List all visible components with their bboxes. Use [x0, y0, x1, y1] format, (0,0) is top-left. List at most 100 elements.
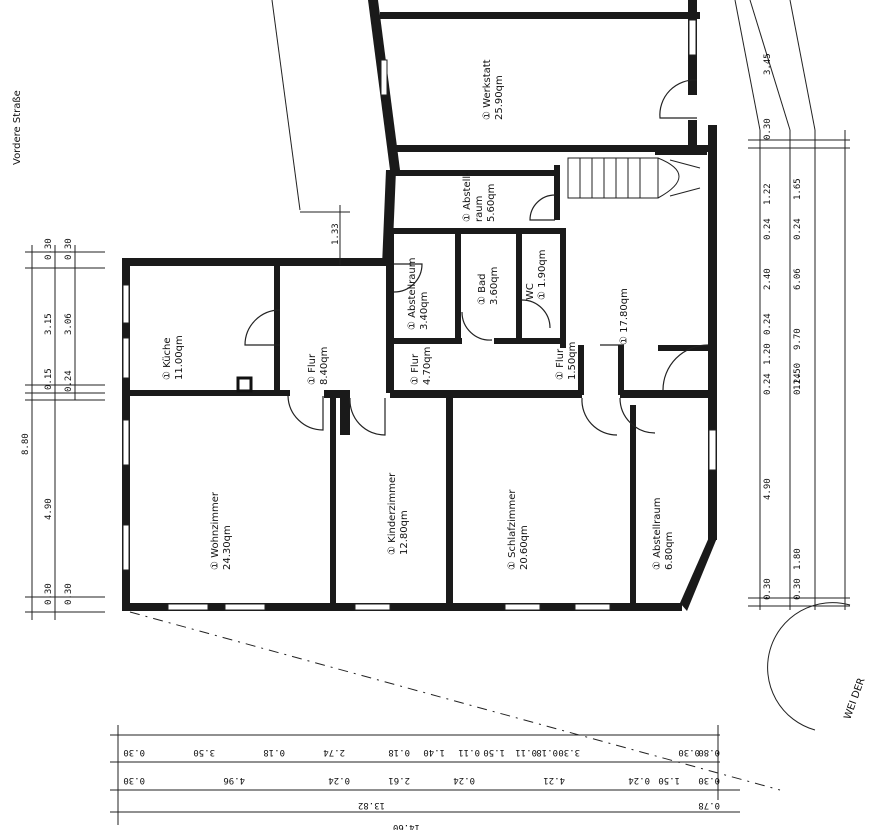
staircase [567, 157, 701, 199]
room-label-line: 3.40qm [419, 292, 430, 330]
dim-value: 6.06 [793, 268, 803, 290]
walls [122, 0, 717, 611]
room-flur-1: ① Flur8.40qm [307, 347, 330, 385]
room-label-line: WC [525, 283, 536, 300]
room-werkstatt: ① Werkstatt25.90qm [482, 59, 505, 120]
dim-value: 0.11 [515, 747, 537, 757]
room-label-line: ① Werkstatt [482, 59, 493, 120]
room-flur-2: ① Flur4.70qm [410, 347, 433, 385]
room-label-line: 8.40qm [319, 347, 330, 385]
dim-value: 0.24 [328, 775, 350, 785]
dim-value: 0.18 [263, 747, 285, 757]
room-abstellraum-top: ① Abstell-raum5.60qm [462, 172, 497, 222]
room-label-line: ① 17.80qm [619, 288, 630, 345]
room-label-line: 25.90qm [494, 75, 505, 120]
room-label-line: ① Flur [410, 353, 421, 385]
doors [244, 79, 709, 436]
dim-value: 3.50 [193, 747, 215, 757]
dim-value: 1.20 [763, 343, 773, 365]
dim-bottom-row4: 14.60 [393, 822, 420, 830]
dim-value: 9.70 [793, 328, 803, 350]
dim-133: 1.33 [271, 0, 350, 265]
dim-value: 3.06 [64, 313, 74, 335]
room-label-line: 12.80qm [399, 510, 410, 555]
dim-value: 4.96 [223, 775, 245, 785]
dim-value: 0.24 [793, 218, 803, 240]
dim-bottom-row3b: 0.78 [698, 800, 720, 810]
dim-value: 0.30 [64, 238, 74, 260]
dim-value: 2.61 [388, 775, 410, 785]
dim-left-total: 8.80 [21, 433, 31, 455]
room-label-line: ① Wohnzimmer [210, 491, 221, 570]
dim-value: 0.24 [793, 373, 803, 395]
room-labels: ① Werkstatt25.90qm ① Abstell-raum5.60qm … [162, 59, 675, 570]
dim-value: 3.15 [44, 313, 54, 335]
dim-value: 4.21 [543, 775, 565, 785]
room-wohnzimmer: ① Wohnzimmer24.30qm [210, 491, 233, 570]
room-label-line: ① Bad [477, 274, 488, 305]
room-label-line: 20.60qm [519, 525, 530, 570]
dim-value: 0.11 [458, 747, 480, 757]
room-wc: WC① 1.90qm [525, 250, 548, 301]
dim-value: 4.90 [44, 498, 54, 520]
room-label-line: ① Flur [555, 348, 566, 380]
dim-value: 0.30 [793, 578, 803, 600]
dim-value: 0.24 [64, 370, 74, 392]
dim-value: 1.65 [793, 178, 803, 200]
dim-value: 0.80 [698, 747, 720, 757]
room-abstellraum-right: ① Abstellraum6.80qm [652, 498, 675, 571]
dim-value: 0.24 [453, 775, 475, 785]
room-label-line: ① Abstellraum [407, 258, 418, 331]
room-bad: ① Bad3.60qm [477, 267, 500, 305]
room-label-line: 3.60qm [489, 267, 500, 305]
svg-text:3.45: 3.45 [763, 53, 773, 75]
dim-value: 0.30 [44, 238, 54, 260]
dim-bottom-row3: 13.82 [358, 800, 385, 810]
dim-value: 1.22 [763, 183, 773, 205]
room-label-line: 11.00qm [174, 335, 185, 380]
room-kueche: ① Küche11.00qm [162, 335, 185, 380]
dim-value: 1.50 [658, 775, 680, 785]
dim-value: 11.50 [793, 363, 803, 390]
room-abstellraum-small: ① Abstellraum3.40qm [407, 258, 430, 331]
dim-value: 0.30 [123, 747, 145, 757]
dim-value: 0.24 [628, 775, 650, 785]
windows [122, 19, 717, 611]
dim-value: 0.30 [123, 775, 145, 785]
dims-bottom: 13.82 0.78 14.60 0.30 3.50 0.18 2.74 0.18 1.4… [110, 725, 740, 830]
property-line [129, 611, 781, 791]
svg-text:1.33: 1.33 [331, 223, 341, 245]
room-kinderzimmer: ① Kinderzimmer12.80qm [387, 472, 410, 555]
room-label-line: ① Kinderzimmer [387, 472, 398, 555]
room-label-line: ① Flur [307, 353, 318, 385]
room-label-line: ① Abstellraum [652, 498, 663, 571]
room-label-line: ① Abstell- [462, 172, 473, 222]
room-schlafzimmer: ① Schlafzimmer20.60qm [507, 489, 530, 570]
room-label-line: 4.70qm [422, 347, 433, 385]
room-label-line: 1.50qm [567, 342, 578, 380]
dims-left: 8.80 0.303.150.154.900.300.303.060.240.3… [21, 238, 105, 620]
dim-value: 1.50 [483, 747, 505, 757]
room-label-line: ① Küche [162, 337, 173, 380]
room-label-line: 6.80qm [664, 532, 675, 570]
room-label-line: raum [474, 196, 485, 222]
dim-value: 0.30 [44, 583, 54, 605]
dim-value: 0.15 [44, 368, 54, 390]
dim-value: 0.30 [763, 578, 773, 600]
dim-value: 3.30 [558, 747, 580, 757]
dims-right: 3.45 0.301.220.242.400.241.200.244.900.3… [734, 0, 850, 610]
dim-value: 0.30 [763, 118, 773, 140]
dim-value: 0.18 [536, 747, 558, 757]
arc-label: WEI DER [842, 677, 867, 722]
dim-value: 2.74 [323, 747, 345, 757]
dim-value: 1.80 [793, 548, 803, 570]
room-hall: ① 17.80qm [619, 288, 630, 345]
room-label-line: 24.30qm [222, 525, 233, 570]
room-label-line: ① Schlafzimmer [507, 489, 518, 570]
street-label: Vordere Straße [12, 90, 23, 165]
room-flur-3: ① Flur1.50qm [555, 342, 578, 380]
dim-value: 1.40 [423, 747, 445, 757]
dim-value: 0.24 [763, 218, 773, 240]
dim-value: 0.24 [763, 373, 773, 395]
road-arc: WEI DER [767, 602, 868, 731]
